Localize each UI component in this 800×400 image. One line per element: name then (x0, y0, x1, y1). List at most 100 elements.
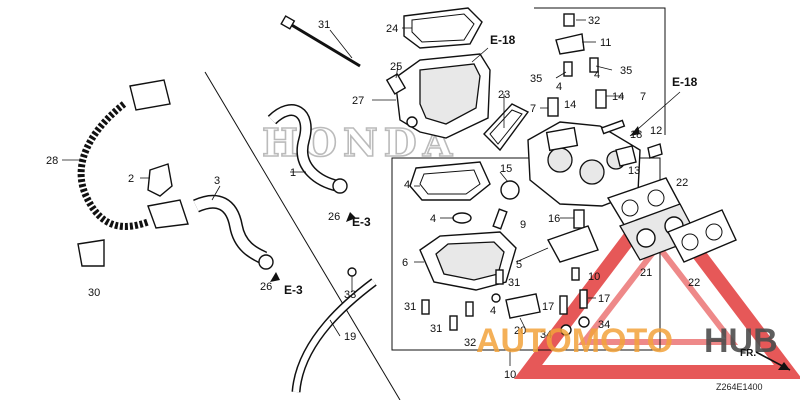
jet-8 (492, 208, 508, 230)
ref-e18-right: E-18 (672, 75, 698, 89)
callout-4e: 4 (490, 305, 496, 317)
callout-11: 11 (600, 37, 611, 49)
callout-26b: 26 (260, 281, 272, 293)
oring-4 (452, 212, 472, 224)
bolt-31c (449, 315, 458, 331)
callout-30: 30 (88, 287, 100, 299)
clip-12 (647, 143, 663, 159)
callout-25: 25 (390, 61, 402, 73)
clamp-26b (258, 254, 274, 270)
screw-16 (573, 209, 585, 229)
callout-2: 2 (128, 173, 134, 185)
bracket-11 (555, 33, 585, 55)
callout-20: 20 (514, 325, 526, 337)
ring-15 (500, 180, 520, 200)
callout-12: 12 (650, 125, 662, 137)
callout-31a: 31 (508, 277, 520, 289)
callout-4d: 4 (430, 213, 436, 225)
divider-line (204, 71, 401, 400)
callout-29: 31 (318, 19, 330, 31)
callout-35b: 35 (620, 65, 632, 77)
chamber-27 (394, 53, 491, 139)
callout-15: 15 (500, 163, 512, 175)
callout-31b: 31 (404, 301, 416, 313)
washer-4 (491, 293, 501, 303)
gasket-24 (403, 7, 483, 49)
bolt-29 (280, 15, 361, 68)
clamp-26a (332, 178, 348, 194)
elbow-2 (147, 163, 173, 197)
spring-34b (578, 316, 590, 328)
screw-35a (563, 61, 573, 77)
ref-e18-top: E-18 (490, 33, 516, 47)
ref-e3-a: E-3 (352, 215, 371, 229)
callout-4b: 4 (594, 69, 600, 81)
connector-28b (147, 199, 189, 229)
callout-1: 1 (290, 167, 296, 179)
leader-lines (62, 19, 624, 366)
callout-26a: 26 (328, 211, 340, 223)
pin-25 (385, 73, 407, 95)
screw-17b (579, 289, 588, 309)
connector-28 (129, 79, 171, 111)
callout-17a: 17 (542, 301, 554, 313)
screw-14b (595, 89, 607, 109)
gasket-23 (483, 103, 530, 152)
callout-21: 21 (640, 267, 652, 279)
callout-7a: 7 (530, 103, 536, 115)
screw-14a (547, 97, 559, 117)
brand-watermark-orange: AUTOMOTO (476, 322, 673, 360)
callout-31d: 32 (464, 337, 476, 349)
callout-31c: 31 (430, 323, 442, 335)
bolt-31b (421, 299, 430, 315)
bolt-31d (465, 301, 474, 317)
callout-34b: 34 (598, 319, 610, 331)
callout-7b: 7 (640, 91, 646, 103)
callout-16: 16 (548, 213, 560, 225)
callout-10: 10 (504, 369, 516, 381)
screw-9 (571, 267, 580, 281)
insulator-21 (619, 203, 699, 261)
gasket-4 (409, 161, 491, 201)
callout-35a: 35 (530, 73, 542, 85)
float-chamber-6 (419, 231, 517, 291)
callout-4a: 4 (556, 81, 562, 93)
callout-4c: 4 (404, 179, 410, 191)
callout-9: 10 (588, 271, 600, 283)
front-direction-arrow: FR. (740, 348, 791, 371)
callout-19: 19 (344, 331, 356, 343)
callout-22b: 22 (688, 277, 700, 289)
diagram-code: Z264E1400 (716, 382, 763, 392)
spring-34a (560, 324, 572, 336)
callout-22a: 22 (676, 177, 688, 189)
screw-17a (559, 295, 568, 315)
callout-28: 28 (46, 155, 58, 167)
callout-6: 6 (402, 257, 408, 269)
callout-5: 5 (516, 259, 522, 271)
callout-8: 9 (520, 219, 526, 231)
harness-28 (77, 101, 150, 230)
solenoid-20 (505, 293, 541, 319)
clip-33 (347, 267, 357, 277)
callout-14a: 14 (564, 99, 576, 111)
hose-3 (193, 196, 267, 263)
screw-35b (589, 57, 599, 73)
callout-32: 32 (588, 15, 600, 27)
throttle-body-frame (534, 7, 666, 135)
callout-24: 24 (386, 23, 398, 35)
brand-watermark-grey: HUB (704, 322, 778, 360)
callout-3: 3 (214, 175, 220, 187)
tube-19 (293, 279, 376, 393)
triangle-watermark (513, 188, 800, 379)
callout-17b: 17 (598, 293, 610, 305)
hose-1 (268, 105, 340, 191)
clip-30 (77, 239, 105, 267)
bolt-31a (495, 269, 504, 285)
bracket-13 (615, 145, 637, 167)
pin-18 (600, 119, 626, 135)
callout-27: 27 (352, 95, 364, 107)
callout-33: 33 (344, 289, 356, 301)
callout-23: 23 (498, 89, 510, 101)
